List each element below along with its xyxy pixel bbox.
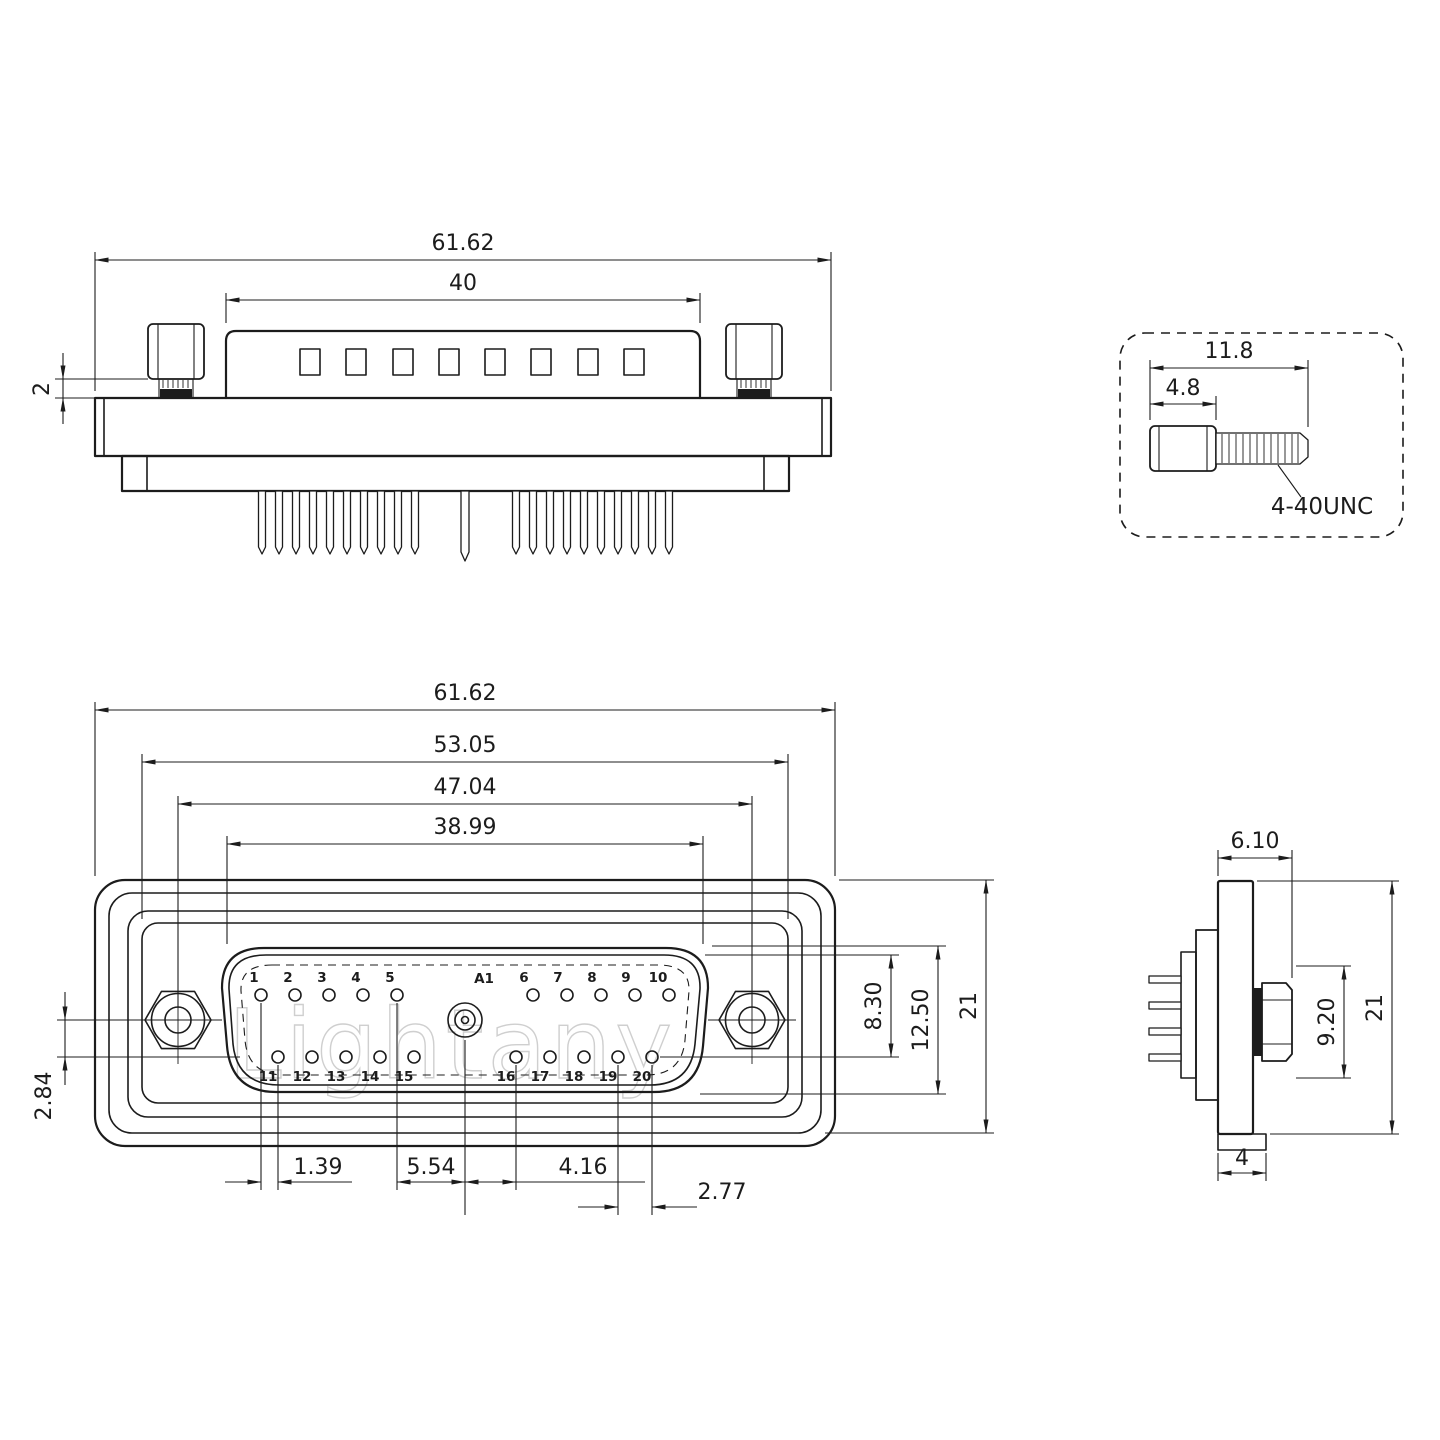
pin-label: 20 [633,1069,652,1085]
screw-holes [134,976,796,1064]
dim-front-overall-width: 61.62 [434,681,497,706]
dim-front-overall-height: 21 [957,992,982,1020]
screw-detail-view: 11.8 4.8 4-40UNC [1119,332,1404,538]
top-view-dimensions: 61.62 40 2 [30,231,832,424]
side-view: 6.10 9.20 21 4 [1148,829,1399,1181]
dim-front-screw-span: 47.04 [434,775,497,800]
screw-thread-spec: 4-40UNC [1271,494,1373,520]
coax-pin-label: A1 [474,971,494,987]
solder-pins-side-view [1148,975,1182,1062]
dim-screw-total-length: 11.8 [1205,339,1254,364]
screw-detail-dimensions: 11.8 4.8 4-40UNC [1149,339,1373,520]
pin-label: 15 [395,1069,414,1085]
pin-label: 12 [293,1069,312,1085]
pin-label: 8 [587,970,596,986]
left-jackscrew [147,323,205,399]
dim-front-row-span: 8.30 [862,982,887,1031]
pin-label: 6 [519,970,528,986]
dim-front-row-offset-h: 1.39 [294,1155,343,1180]
pin-label: 4 [351,970,360,986]
screw-profile [1149,425,1309,472]
dim-front-face-width: 38.99 [434,815,497,840]
dim-front-face-height: 12.50 [909,989,934,1052]
dim-front-pitch: 2.77 [698,1180,747,1205]
pin-label: 19 [599,1069,618,1085]
side-jackscrew [1253,982,1293,1062]
pin-label: 18 [565,1069,584,1085]
watermark: Lightany [228,989,676,1101]
pin-label: 11 [259,1069,278,1085]
pin-numbers: 1 2 3 4 5 A1 6 7 8 9 10 11 12 13 14 15 1… [249,970,667,1085]
contact-windows [299,348,645,376]
coax-contact [447,1002,483,1038]
side-view-body [1148,879,1293,1151]
dim-side-rear-depth: 4 [1235,1146,1249,1171]
solder-pins-top-view [257,490,674,562]
pin-label: 10 [649,970,668,986]
front-view-dimensions: 61.62 53.05 47.04 38.99 8.30 12.50 21 2.… [32,681,994,1215]
dim-front-center-gap-left: 5.54 [407,1155,456,1180]
detail-boundary [1119,332,1404,538]
pin-label: 13 [327,1069,346,1085]
right-jackscrew [725,323,783,399]
top-view-body [93,323,833,562]
dim-top-overall-width: 61.62 [432,231,495,256]
dim-side-overall-height: 21 [1363,994,1388,1022]
dim-side-front-depth: 6.10 [1231,829,1280,854]
top-view: 61.62 40 2 [30,231,833,562]
dim-front-row-offset-v: 2.84 [32,1072,57,1121]
dim-front-flange-width: 53.05 [434,733,497,758]
pin-label: 9 [621,970,630,986]
pin-label: 3 [317,970,326,986]
pin-label: 7 [553,970,562,986]
pin-label: 5 [385,970,394,986]
pin-label: 16 [497,1069,516,1085]
dim-screw-head-length: 4.8 [1166,376,1201,401]
pin-label: 14 [361,1069,380,1085]
pin-label: 17 [531,1069,550,1085]
dim-side-screw-height: 9.20 [1315,998,1340,1047]
dim-top-body-width: 40 [449,271,477,296]
dim-top-washer-height: 2 [30,382,55,396]
dim-front-center-gap-right: 4.16 [559,1155,608,1180]
pin-label: 1 [249,970,258,986]
side-view-dimensions: 6.10 9.20 21 4 [1217,829,1399,1181]
front-view: Lightany 1 2 3 [32,681,994,1215]
pin-label: 2 [283,970,292,986]
